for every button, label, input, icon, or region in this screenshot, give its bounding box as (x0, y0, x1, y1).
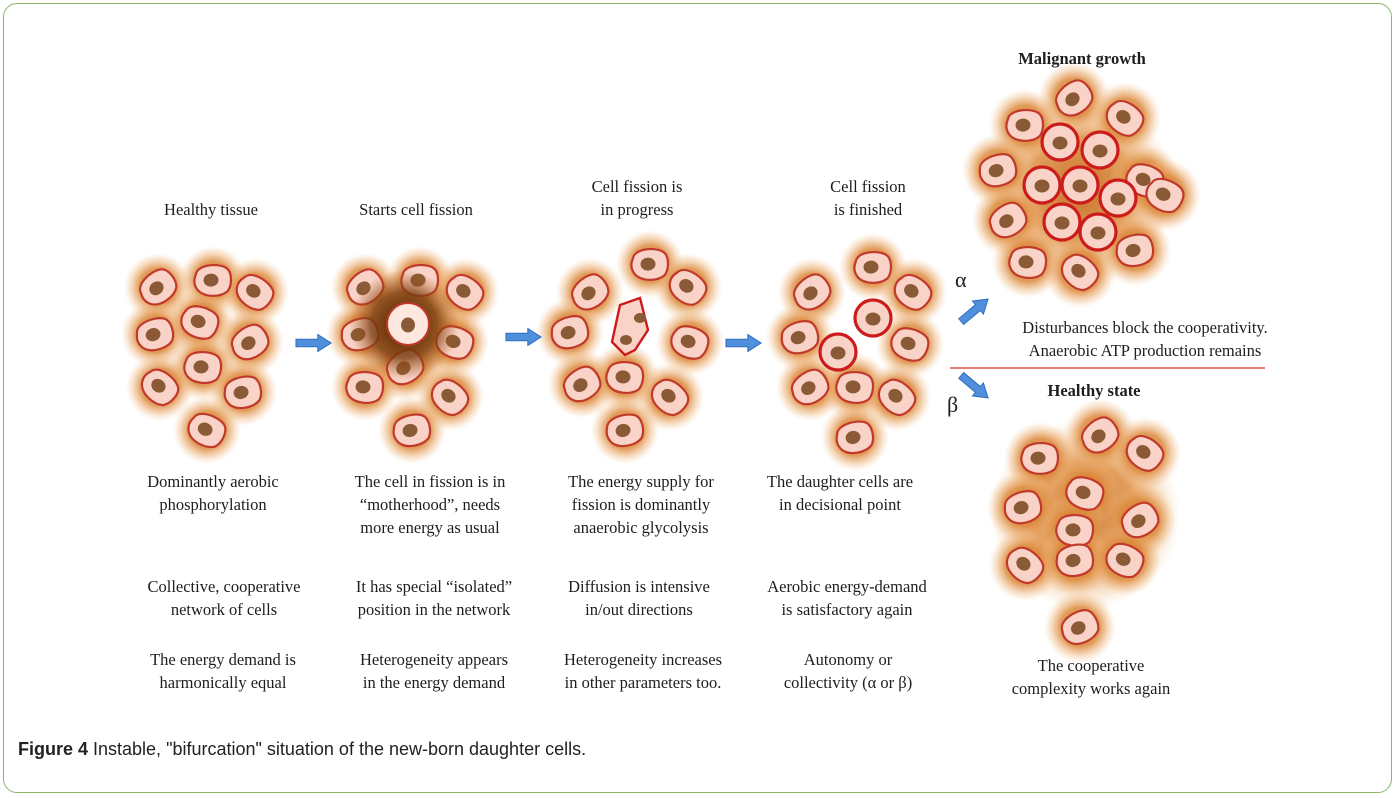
healthy-state-title: Healthy state (1047, 379, 1140, 402)
beta-label: β (947, 393, 958, 417)
malignant-growth-title: Malignant growth (1018, 47, 1146, 70)
alpha-arrow (956, 292, 994, 328)
disturbance-text: Disturbances block the cooperativity. An… (1022, 316, 1267, 362)
stage-2-desc: The cell in fission is in “motherhood”, … (355, 470, 506, 539)
malignant-red-cell (1062, 167, 1098, 203)
dividing-nucleus-1 (634, 313, 646, 323)
malignant-red-cell (1082, 132, 1118, 168)
malignant-red-cell (1042, 124, 1078, 160)
fission-finished-cell (836, 371, 874, 403)
stage-4-desc: The daughter cells are in decisional poi… (767, 470, 913, 516)
stage-2-title: Starts cell fission (359, 198, 473, 221)
fission-progress-cell (630, 248, 668, 281)
beta-arrow (956, 369, 994, 405)
stage-3-title: Cell fission is in progress (592, 175, 683, 221)
figure-caption: Figure 4 Instable, "bifurcation" situati… (18, 739, 586, 760)
stage-1-demand: The energy demand is harmonically equal (150, 648, 296, 694)
stage-4-title: Cell fission is finished (830, 175, 906, 221)
healthy-tissue-cell (193, 264, 231, 297)
alpha-label: α (955, 268, 967, 292)
stage-4-demand: Autonomy or collectivity (α or β) (784, 648, 912, 694)
daughter-cell-1 (820, 334, 856, 370)
fission-progress-cell (606, 361, 644, 393)
stage-4-network: Aerobic energy-demand is satisfactory ag… (767, 575, 927, 621)
stage-1-title: Healthy tissue (164, 198, 258, 221)
flow-arrow (506, 328, 541, 345)
stage-1-desc: Dominantly aerobic phosphorylation (147, 470, 279, 516)
malignant-red-cell (1044, 204, 1080, 240)
fission-start-cell (346, 371, 384, 403)
healthy-state-cell (1020, 442, 1058, 475)
stage-2-network: It has special “isolated” position in th… (356, 575, 512, 621)
mother-cell-nucleus (401, 318, 415, 333)
stage-3-network: Diffusion is intensive in/out directions (568, 575, 710, 621)
malignant-cell (1009, 246, 1047, 278)
daughter-cell-2 (855, 300, 891, 336)
fission-finished-cell (853, 251, 891, 284)
malignant-red-cell (1024, 167, 1060, 203)
healthy-state-cell (1056, 514, 1094, 546)
figure-label: Figure 4 (18, 739, 88, 759)
flow-arrow (726, 334, 761, 351)
cell-clusters (121, 62, 1201, 663)
dividing-nucleus-2 (620, 335, 632, 345)
malignant-red-cell (1100, 180, 1136, 216)
caption-text: Instable, "bifurcation" situation of the… (88, 739, 586, 759)
stage-3-desc: The energy supply for fission is dominan… (568, 470, 714, 539)
stage-2-demand: Heterogeneity appears in the energy dema… (360, 648, 508, 694)
stage-1-network: Collective, cooperative network of cells (147, 575, 300, 621)
healthy-outcome-text: The cooperative complexity works again (1012, 654, 1171, 700)
stage-3-demand: Heterogeneity increases in other paramet… (564, 648, 722, 694)
flow-arrow (296, 334, 331, 351)
healthy-tissue-cell (184, 351, 222, 383)
malignant-red-cell (1080, 214, 1116, 250)
malignant-cell (1005, 109, 1043, 142)
